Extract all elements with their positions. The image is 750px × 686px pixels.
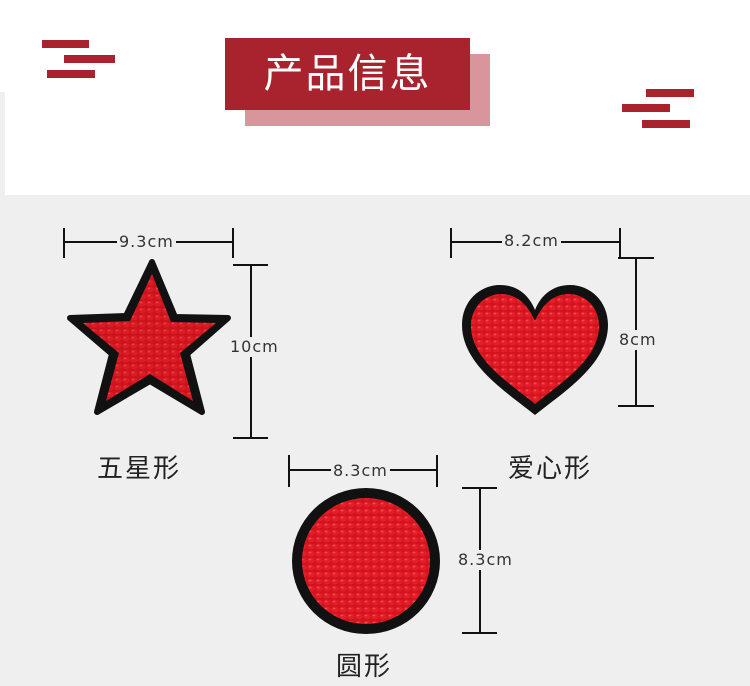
circle-width-label: 8.3cm: [331, 461, 390, 481]
decor-bar-right-3: [642, 120, 690, 128]
header-section: 产品信息: [0, 0, 750, 195]
star-shape-label: 五星形: [97, 454, 182, 484]
decor-bar-left-1: [42, 40, 89, 48]
decor-bar-right-2: [622, 104, 670, 112]
page-title: 产品信息: [225, 38, 470, 110]
circle-patch-image: [292, 488, 440, 634]
header-decor-strip: [0, 92, 5, 195]
heart-width-label: 8.2cm: [502, 231, 561, 251]
heart-patch-image: [462, 285, 608, 415]
heart-shape-label: 爱心形: [508, 454, 593, 484]
star-patch-image: [67, 259, 231, 415]
decor-bar-left-3: [47, 70, 95, 78]
decor-bar-left-2: [64, 55, 115, 63]
star-width-label: 9.3cm: [117, 232, 176, 252]
star-height-label: 10cm: [228, 337, 281, 357]
heart-height-label: 8cm: [617, 330, 659, 350]
decor-bar-right-1: [646, 89, 694, 97]
circle-height-label: 8.3cm: [456, 550, 515, 570]
circle-shape-label: 圆形: [336, 652, 393, 682]
